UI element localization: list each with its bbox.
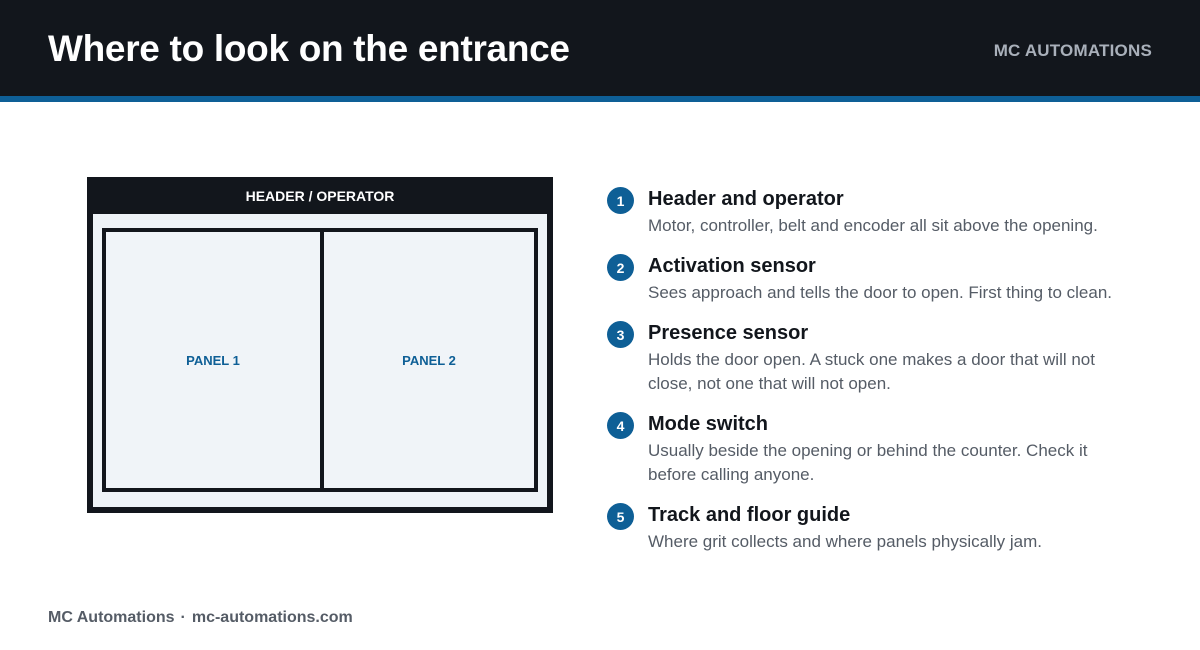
title-bar xyxy=(0,0,1200,96)
footer-company: MC Automations xyxy=(48,609,175,626)
number-badge: 1 xyxy=(607,187,634,214)
page-title: Where to look on the entrance xyxy=(48,28,570,69)
panel-divider xyxy=(320,232,324,488)
item-title: Header and operator xyxy=(648,188,844,210)
brand-name: MC AUTOMATIONS xyxy=(993,41,1152,60)
number-badge: 3 xyxy=(607,321,634,348)
item-description: Holds the door open. A stuck one makes a… xyxy=(648,350,1095,393)
door-opening: PANEL 1 PANEL 2 xyxy=(102,228,538,492)
number-badge: 4 xyxy=(607,412,634,439)
footer-separator: · xyxy=(180,609,186,626)
item-title: Mode switch xyxy=(648,413,769,435)
item-description: Sees approach and tells the door to open… xyxy=(648,283,1113,302)
diagram-header-label: HEADER / OPERATOR xyxy=(245,187,395,204)
item-description: Motor, controller, belt and encoder all … xyxy=(648,216,1098,235)
footer: MC Automations · mc-automations.com xyxy=(48,609,353,627)
door-panel-1: PANEL 1 xyxy=(186,352,240,368)
item-title: Track and floor guide xyxy=(648,504,851,526)
item-description: Where grit collects and where panels phy… xyxy=(648,532,1043,551)
item-title: Activation sensor xyxy=(648,255,816,277)
item-description: Usually beside the opening or behind the… xyxy=(648,441,1088,484)
number-badge: 2 xyxy=(607,254,634,281)
number-badge: 5 xyxy=(607,503,634,530)
door-panel-2: PANEL 2 xyxy=(402,352,456,368)
footer-website: mc-automations.com xyxy=(191,609,353,626)
title-bar-accent-stripe xyxy=(0,96,1200,102)
item-title: Presence sensor xyxy=(648,322,809,344)
